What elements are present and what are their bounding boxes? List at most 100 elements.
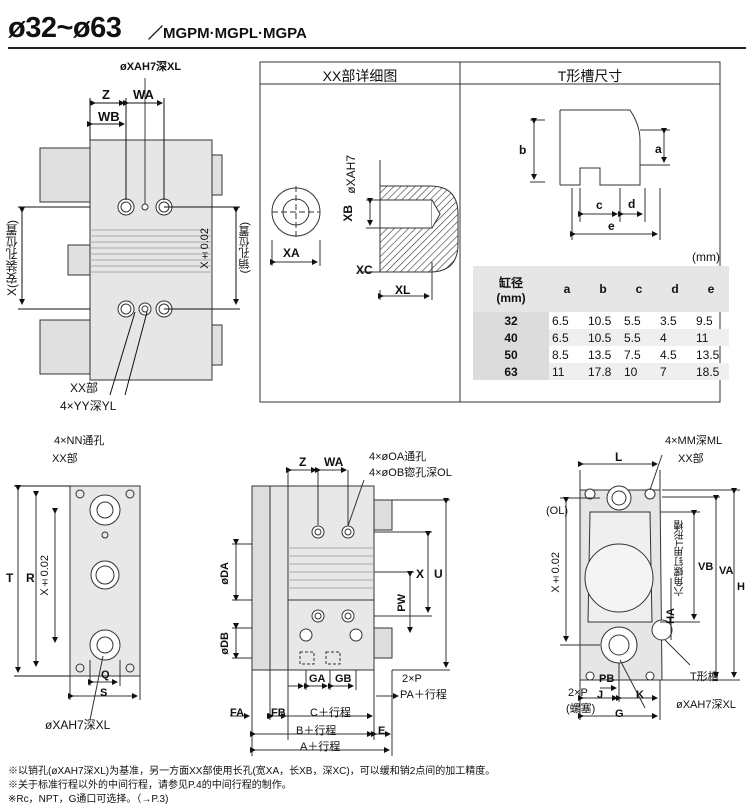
xx-label-xl: XL — [395, 283, 411, 297]
right-label-pb: PB — [599, 673, 615, 685]
right-label-mm: 4×MM深ML — [665, 435, 723, 447]
table-bore-cell: 63 — [473, 363, 549, 380]
label-yy: 4×YY深YL — [60, 399, 117, 413]
left-label-s: S — [100, 687, 108, 699]
top-view — [18, 78, 240, 396]
right-label-xa: øXAH7深XL — [676, 699, 736, 711]
left-end-view — [14, 485, 141, 721]
table-cell: 4 — [657, 329, 693, 346]
label-x-mount: X(安装孔位置) — [5, 220, 19, 296]
left-label-x: X±0.02 — [39, 555, 51, 596]
table-header-cell: b — [585, 266, 621, 312]
right-label-tslot: T形槽 — [690, 671, 719, 683]
center-label-fa: FA — [230, 707, 245, 719]
label-z: Z — [102, 87, 110, 102]
center-label-gb: GB — [335, 673, 352, 685]
label-pin-pos: (销孔位置) — [239, 222, 251, 274]
center-label-ga: GA — [309, 673, 326, 685]
rod-top-right — [211, 154, 223, 196]
center-label-e: E — [378, 725, 386, 737]
table-cell: 3.5 — [660, 313, 677, 328]
table-cell: 6.5 — [552, 313, 569, 328]
t-slot-drawing — [530, 109, 670, 240]
t-label-b: b — [519, 143, 527, 157]
center-label-wa: WA — [324, 455, 344, 469]
right-label-j: J — [597, 689, 604, 701]
left-label-r: R — [26, 571, 35, 585]
label-xx-part: XX部 — [70, 381, 99, 395]
right-label-p2: 2×P — [568, 687, 588, 699]
right-label-l: L — [615, 450, 623, 464]
right-label-plug: (螺塞) — [566, 703, 596, 715]
left-label-xx: XX部 — [52, 453, 78, 465]
xx-label-xah7: øXAH7 — [344, 155, 358, 194]
right-label-g: G — [615, 708, 624, 720]
center-label-fb: FB — [271, 707, 286, 719]
right-label-vb: VB — [698, 561, 714, 573]
t-label-e: e — [608, 219, 615, 233]
center-label-ob: 4×øOB锪孔深OL — [369, 467, 452, 479]
table-cell: 9.5 — [696, 313, 713, 328]
label-wa: WA — [133, 87, 154, 102]
center-label-c: C＋行程 — [310, 707, 351, 719]
xx-detail-title: XX部详细图 — [322, 68, 398, 84]
table-bore-cell: 32 — [473, 312, 549, 329]
center-label-b: B＋行程 — [296, 725, 337, 737]
xx-label-xa: XA — [283, 246, 300, 260]
center-label-p2: 2×P — [402, 673, 422, 685]
center-label-pw: PW — [396, 594, 408, 612]
label-x-pin: X±0.02 — [199, 228, 211, 269]
table-bore-cell: 40 — [473, 329, 549, 346]
rod-bottom-right — [211, 324, 223, 366]
table-header-cell: e — [693, 266, 729, 312]
footnote-2: ※关于标准行程以外的中间行程，请参见P.4的中间行程的制作。 — [8, 780, 292, 791]
footnote-1: ※以销孔(øXAH7深XL)为基准，另一方面XX部使用长孔(宽XA，长XB，深X… — [8, 766, 496, 777]
xx-detail — [270, 160, 459, 300]
xx-label-xb: XB — [341, 205, 355, 222]
right-label-ha: HA — [665, 608, 677, 624]
rod-bottom-left — [39, 319, 91, 375]
table-cell: 11 — [549, 363, 585, 380]
detail-box — [259, 61, 721, 403]
t-label-a: a — [655, 142, 662, 156]
model-subtitle: ／MGPM·MGPL·MGPA — [148, 25, 307, 42]
table-header-cell: c — [621, 266, 657, 312]
xx-label-xc: XC — [356, 263, 373, 277]
left-label-xa: øXAH7深XL — [45, 718, 111, 732]
t-label-d: d — [628, 197, 636, 211]
rod-top-left — [39, 147, 91, 203]
table-header-cell: a — [549, 266, 585, 312]
center-label-pa: PA＋行程 — [400, 689, 447, 701]
page-title: ø32~ø63 — [8, 12, 122, 44]
table-cell: 18.5 — [693, 363, 729, 380]
t-slot-title: T形槽尺寸 — [557, 68, 623, 84]
table-cell: 13.5 — [588, 347, 612, 362]
table-cell: 11 — [693, 329, 729, 346]
table-cell: 4.5 — [660, 347, 677, 362]
center-side-view — [230, 467, 450, 756]
center-label-oa: 4×øOA通孔 — [369, 451, 427, 463]
center-label-u: U — [434, 567, 443, 581]
right-label-h: H — [737, 581, 745, 593]
right-end-view — [560, 454, 740, 720]
table-cell: 10.5 — [588, 313, 612, 328]
left-label-nn: 4×NN通孔 — [54, 435, 105, 447]
table-cell: 10.5 — [585, 329, 621, 346]
label-xa-h7-xl: øXAH7深XL — [120, 61, 182, 73]
table-cell: 7 — [657, 363, 693, 380]
table-bore-cell: 50 — [473, 346, 549, 363]
table-unit: (mm) — [692, 250, 720, 264]
t-label-c: c — [596, 198, 603, 212]
header-rule — [8, 47, 746, 49]
detail-panels — [259, 61, 721, 403]
top-port — [67, 244, 91, 276]
